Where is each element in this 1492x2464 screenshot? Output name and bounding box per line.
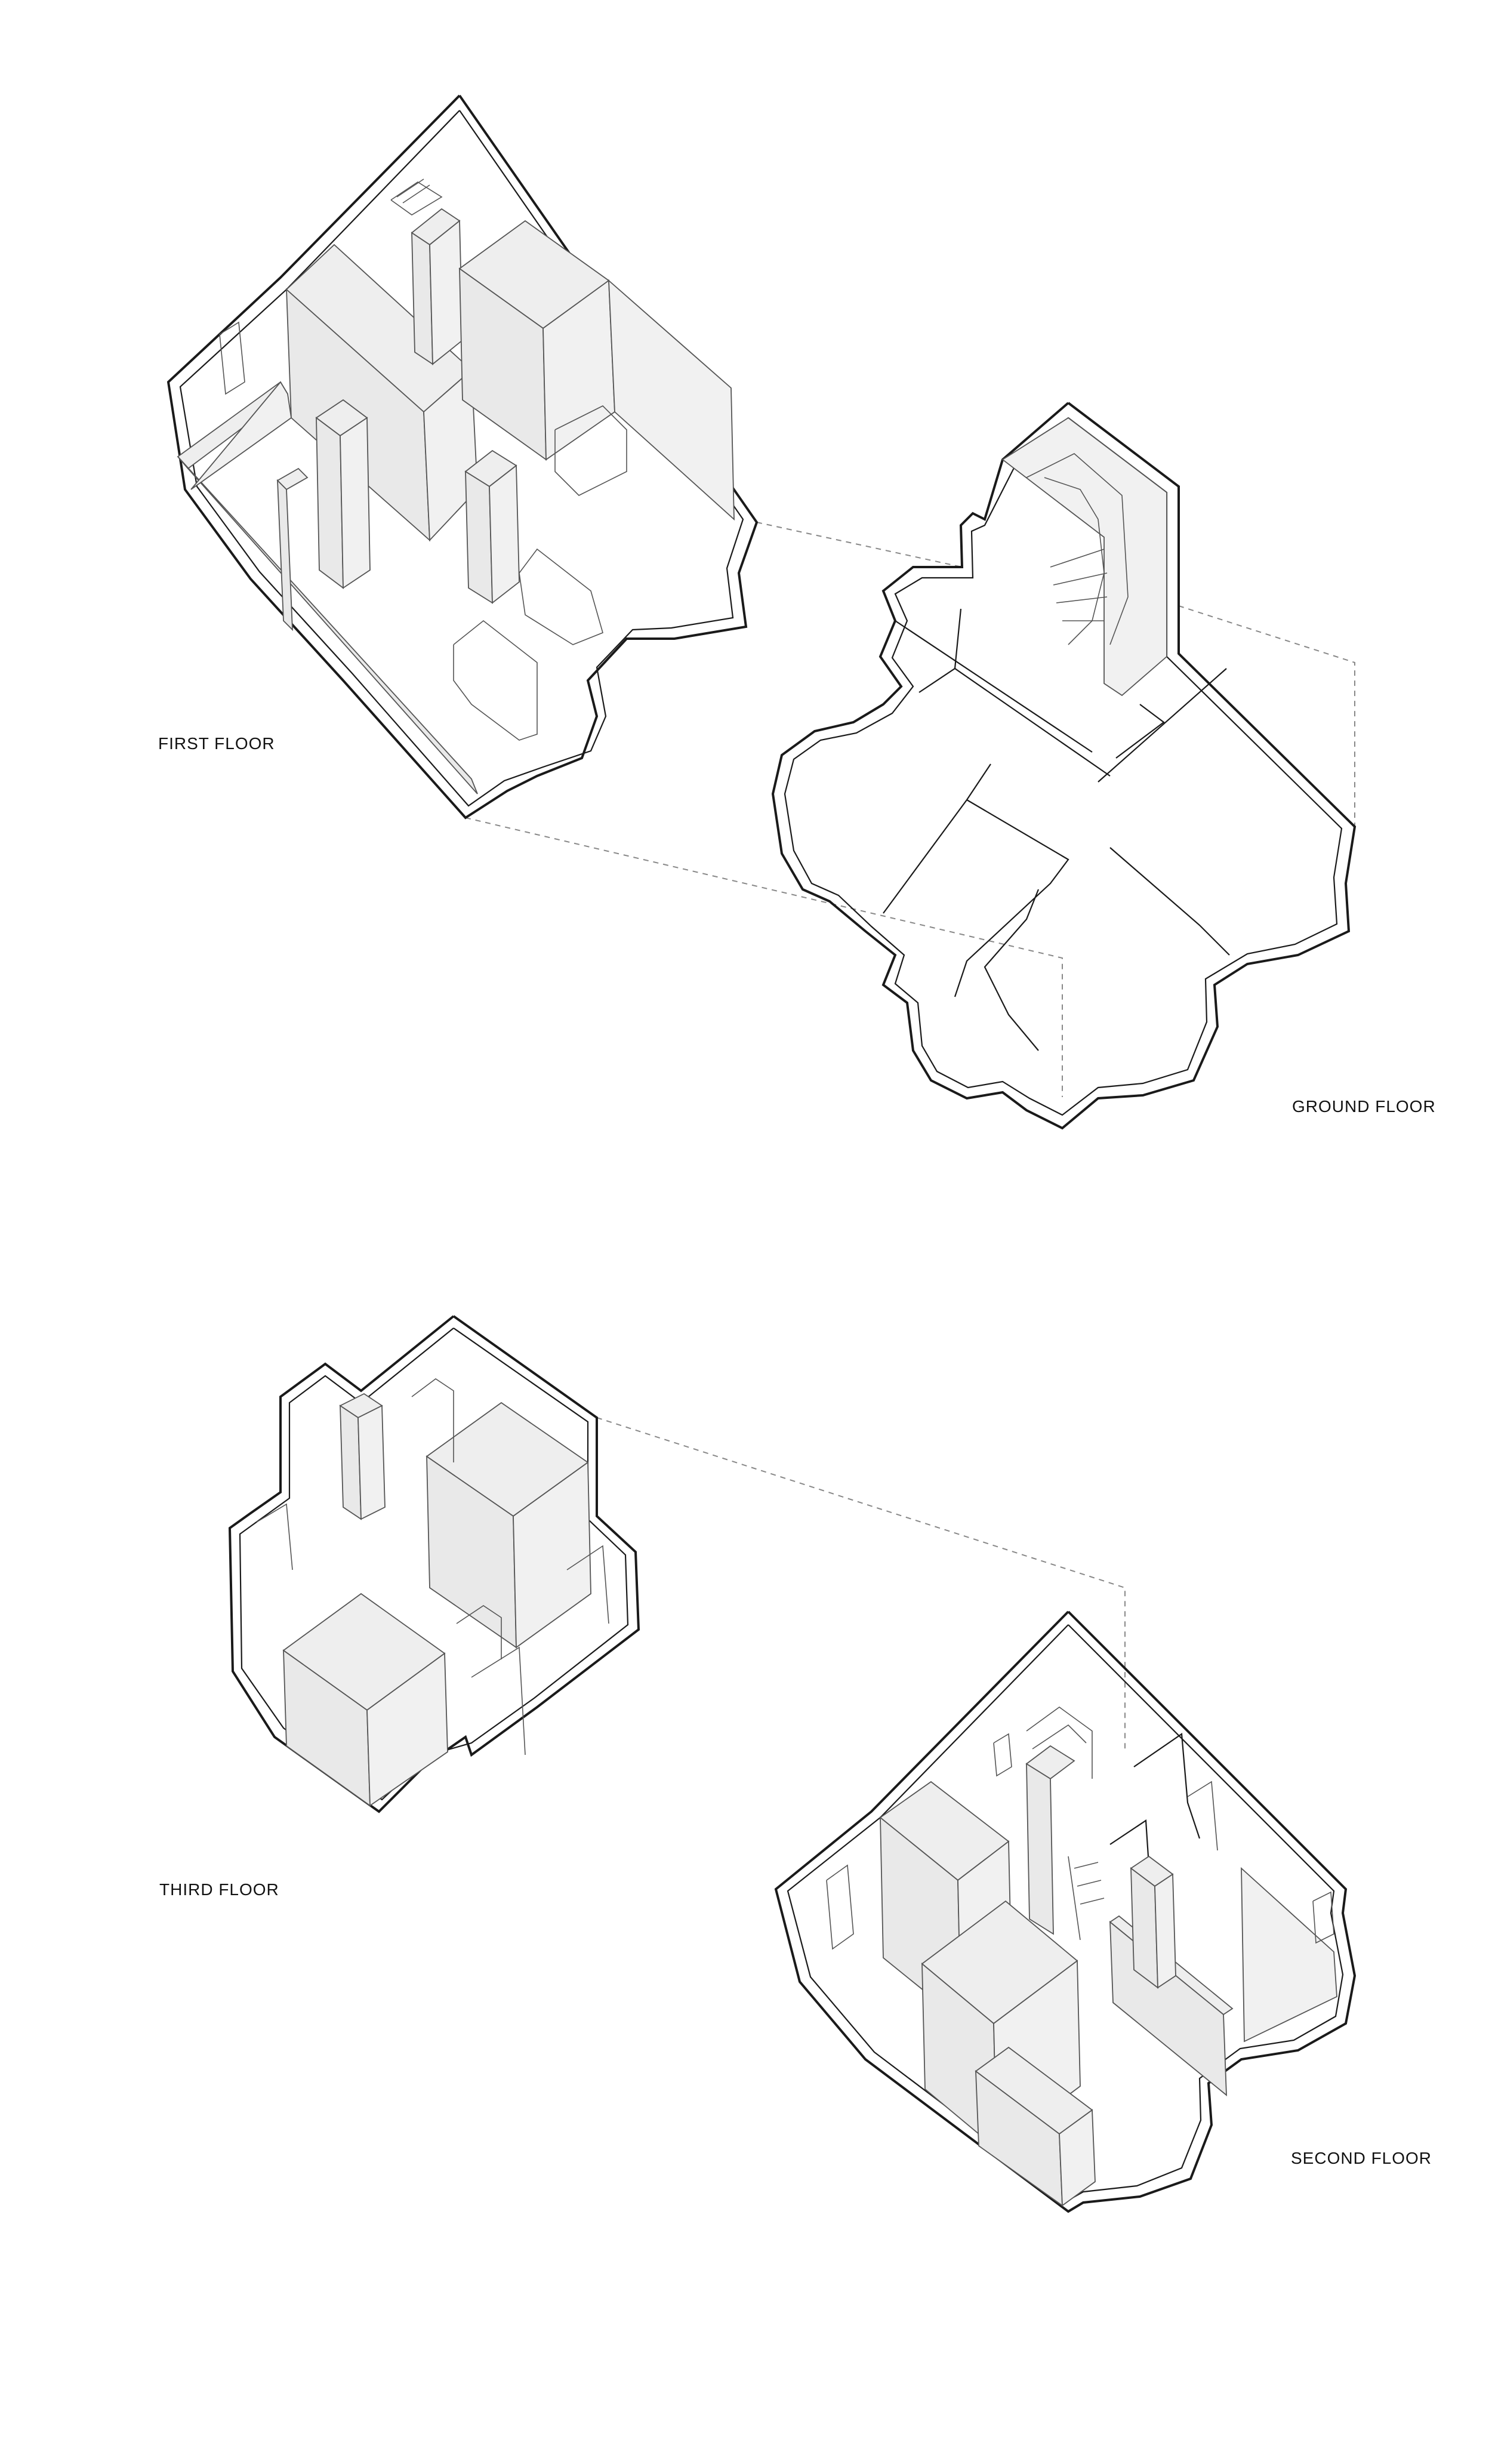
alignment-lines [465,522,1355,1752]
first-floor-label: FIRST FLOOR [158,734,275,753]
ground-floor-plan [771,402,1357,1130]
third-floor-plan [228,1315,640,1813]
second-floor-plan [774,1610,1357,2213]
first-floor-plan [167,94,759,820]
ground-floor-label: GROUND FLOOR [1292,1097,1436,1116]
third-floor-label: THIRD FLOOR [159,1880,279,1899]
second-floor-label: SECOND FLOOR [1291,2149,1432,2167]
